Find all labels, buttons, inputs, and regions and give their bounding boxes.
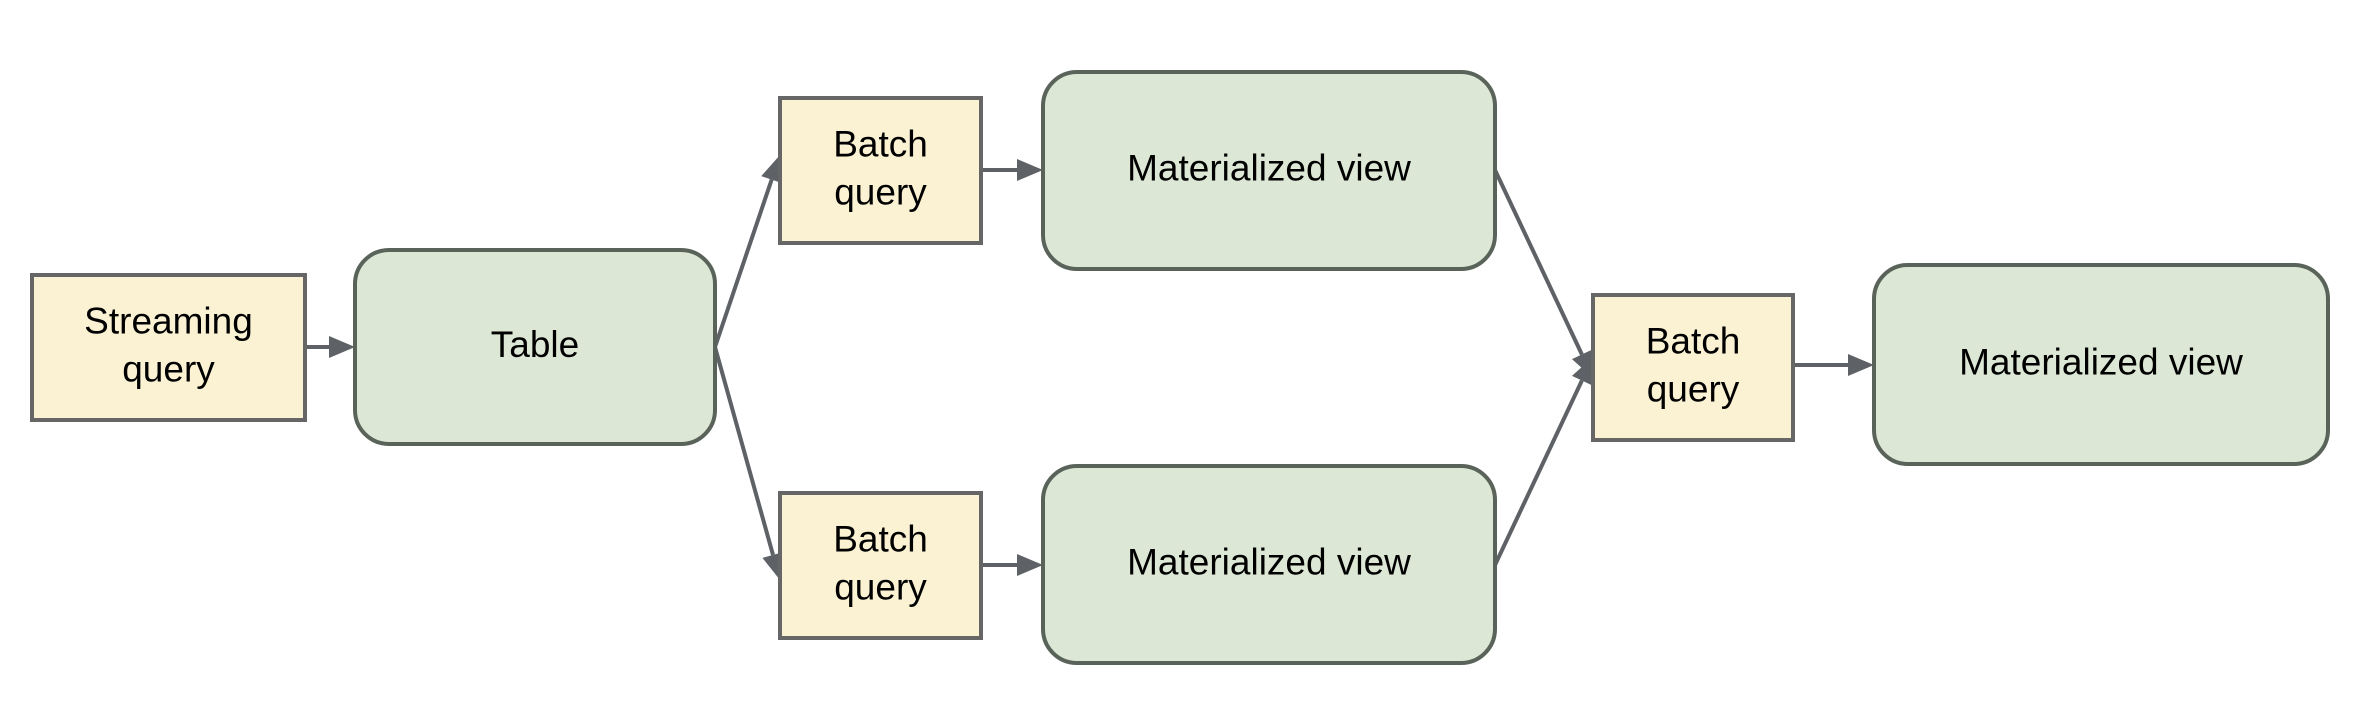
node-label-line: Batch <box>833 518 928 559</box>
node-label: Batch query <box>1646 320 1741 409</box>
arrowhead-icon <box>1571 357 1593 386</box>
node-label: Materialized view <box>1127 147 1411 188</box>
node-label-line: Streaming <box>84 300 253 341</box>
edge-batch-bottom-to-view-bottom <box>981 554 1043 576</box>
node-batch-query-bottom[interactable]: Batch query <box>778 491 983 640</box>
node-label-line: Batch <box>833 123 928 164</box>
node-label-line: query <box>834 566 927 607</box>
node-rect[interactable] <box>778 491 983 640</box>
edge-table-to-batch-bottom <box>713 346 784 580</box>
node-label-line: Materialized view <box>1127 541 1411 582</box>
node-label-line: query <box>122 348 215 389</box>
node-label-line: Batch <box>1646 320 1741 361</box>
edge-table-to-batch-top <box>713 155 783 348</box>
node-materialized-view-bottom[interactable]: Materialized view <box>1041 464 1497 665</box>
node-label-line: Materialized view <box>1127 147 1411 188</box>
edge-line <box>713 178 774 348</box>
node-label: Batch query <box>833 518 928 607</box>
node-label-line: query <box>834 171 927 212</box>
node-rounded-rect[interactable] <box>1041 464 1497 665</box>
node-rect[interactable] <box>30 273 307 422</box>
node-batch-query-merge[interactable]: Batch query <box>1591 293 1795 442</box>
node-table[interactable]: Table <box>353 248 717 446</box>
edges-layer <box>305 155 1874 580</box>
arrowhead-icon <box>329 336 355 358</box>
arrowhead-icon <box>1017 159 1043 181</box>
node-label-line: query <box>1647 368 1740 409</box>
node-rect[interactable] <box>778 96 983 245</box>
node-label-line: Table <box>491 324 579 365</box>
edge-streaming-to-table <box>305 336 355 358</box>
node-batch-query-top[interactable]: Batch query <box>778 96 983 245</box>
node-streaming-query[interactable]: Streaming query <box>30 273 307 422</box>
arrowhead-icon <box>1017 554 1043 576</box>
arrowhead-icon <box>761 155 783 184</box>
node-materialized-view-top[interactable]: Materialized view <box>1041 70 1497 271</box>
node-label-line: Materialized view <box>1959 341 2243 382</box>
node-rounded-rect[interactable] <box>1041 70 1497 271</box>
node-materialized-view-final[interactable]: Materialized view <box>1872 263 2330 466</box>
node-label: Batch query <box>833 123 928 212</box>
edge-line <box>1493 169 1584 356</box>
node-rounded-rect[interactable] <box>353 248 717 446</box>
node-rect[interactable] <box>1591 293 1795 442</box>
node-label: Materialized view <box>1127 541 1411 582</box>
edge-line <box>713 346 775 556</box>
edge-line <box>1493 379 1584 566</box>
node-label: Table <box>491 324 579 365</box>
edge-merge-to-view-final <box>1793 354 1874 376</box>
edge-batch-top-to-view-top <box>981 159 1043 181</box>
edge-view-bottom-to-merge <box>1493 357 1593 566</box>
node-label: Materialized view <box>1959 341 2243 382</box>
arrowhead-icon <box>1848 354 1874 376</box>
node-label: Streaming query <box>84 300 253 389</box>
node-rounded-rect[interactable] <box>1872 263 2330 466</box>
edge-view-top-to-merge <box>1493 169 1593 378</box>
